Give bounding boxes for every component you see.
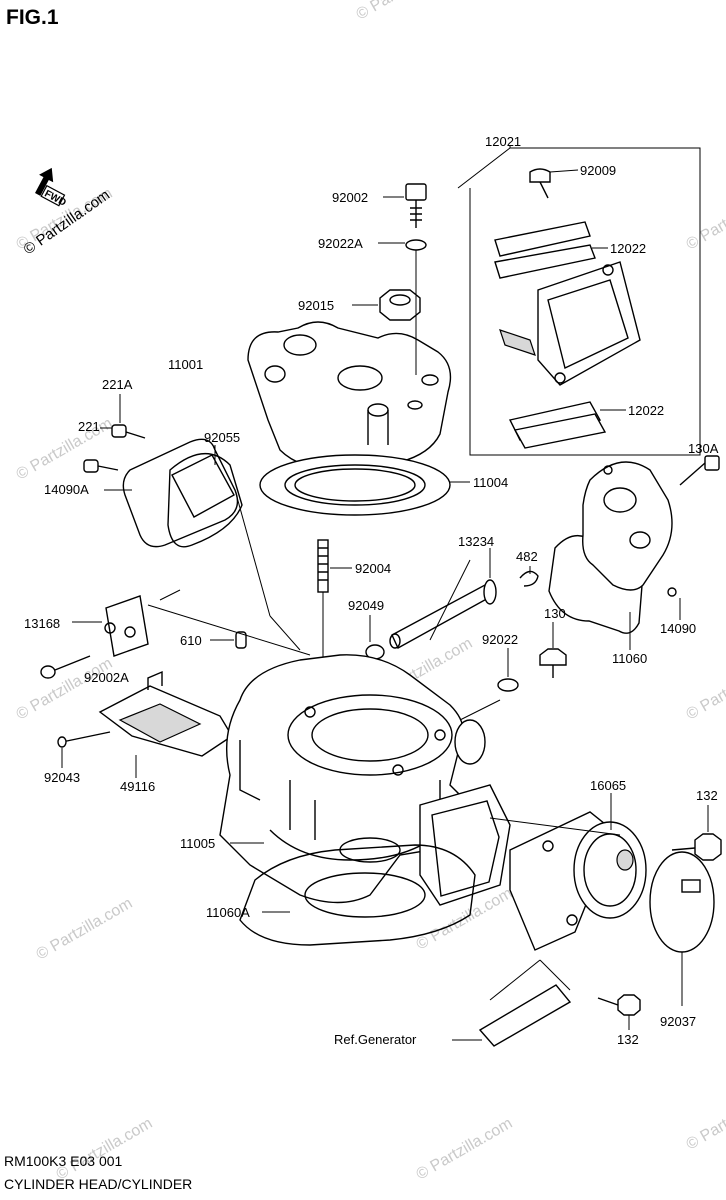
- part-label: 92002A: [84, 670, 129, 685]
- cylinder-head: [247, 183, 452, 471]
- dowel-pin: [235, 631, 247, 649]
- section-name: CYLINDER HEAD/CYLINDER: [4, 1176, 193, 1192]
- part-label: 11004: [473, 475, 508, 490]
- part-label: 92015: [298, 298, 334, 313]
- watermark-text: © Partzilla.com: [34, 895, 136, 964]
- part-label: 92037: [660, 1014, 696, 1029]
- part-label: 11060: [612, 651, 647, 666]
- part-label: 11001: [168, 357, 203, 372]
- part-label: 221: [78, 419, 100, 434]
- watermark-text: © Partzilla.com: [354, 0, 456, 23]
- part-label: 12021: [485, 134, 521, 149]
- part-label: 610: [180, 633, 202, 648]
- watermark-text: © Partzilla.com: [54, 1115, 156, 1184]
- exhaust-valve-cover: [582, 455, 720, 620]
- part-label: 11060A: [206, 905, 250, 920]
- part-label: 92043: [44, 770, 80, 785]
- part-label: 92022: [482, 632, 518, 647]
- part-label: 92002: [332, 190, 368, 205]
- part-label: 92055: [204, 430, 240, 445]
- part-label: 13168: [24, 616, 60, 631]
- watermark-text: © Partzilla.com: [684, 1085, 726, 1154]
- ref-generator-bar: [452, 959, 572, 1047]
- part-label: 16065: [590, 778, 626, 793]
- watermark-text: © Partzilla.com: [684, 655, 726, 724]
- part-label: 12022: [628, 403, 664, 418]
- part-label: Ref.Generator: [334, 1032, 417, 1047]
- part-label: 132: [617, 1032, 639, 1047]
- intake-pipe: [489, 793, 647, 951]
- part-label: 14090: [660, 621, 696, 636]
- model-code: RM100K3 E03 001: [4, 1153, 123, 1169]
- part-label: 92004: [355, 561, 391, 576]
- part-label: 221A: [102, 377, 133, 392]
- watermark-text: © Partzilla.com: [14, 415, 116, 484]
- part-label: 12022: [610, 241, 646, 256]
- hose-clamp: [649, 851, 715, 1006]
- fwd-label: FWD: [42, 188, 67, 208]
- water-jacket-cover: [83, 394, 243, 548]
- flange-bolt: [597, 994, 641, 1030]
- part-label: 92049: [348, 598, 384, 613]
- exhaust-valve: [57, 670, 233, 778]
- part-label: 13234: [458, 534, 494, 549]
- part-label: 11005: [180, 836, 215, 851]
- partzilla-logo-text: © Partzilla.com: [21, 186, 114, 258]
- part-label: 49116: [120, 779, 155, 794]
- fwd-arrow-icon: FWD: [35, 167, 68, 209]
- watermark-text: © Partzilla.com: [414, 1115, 516, 1184]
- base-gasket: [239, 844, 476, 946]
- part-label: 92009: [580, 163, 616, 178]
- circlip-part: [519, 570, 539, 587]
- flange-bolt: [671, 805, 722, 861]
- reed-valve-assembly: [457, 145, 701, 456]
- screw-part: [40, 665, 56, 679]
- bracket-part: [72, 595, 149, 657]
- watermark-text: © Partzilla.com: [14, 655, 116, 724]
- part-label: 92022A: [318, 236, 363, 251]
- watermark-text: © Partzilla.com: [684, 185, 726, 254]
- part-label: 14090A: [44, 482, 89, 497]
- part-label: 130A: [688, 441, 719, 456]
- cylinder-block: [219, 654, 511, 906]
- figure-label: FIG.1: [6, 6, 59, 29]
- head-gasket: [259, 454, 470, 516]
- part-labels: 12021 92009 12022 12022 92002 92022A 920…: [24, 134, 719, 1047]
- part-label: 482: [516, 549, 538, 564]
- flange-bolt: [539, 622, 567, 678]
- part-label: 132: [696, 788, 718, 803]
- washer-part: [497, 678, 519, 692]
- part-label: 130: [544, 606, 566, 621]
- exhaust-valve-shaft: [389, 548, 497, 649]
